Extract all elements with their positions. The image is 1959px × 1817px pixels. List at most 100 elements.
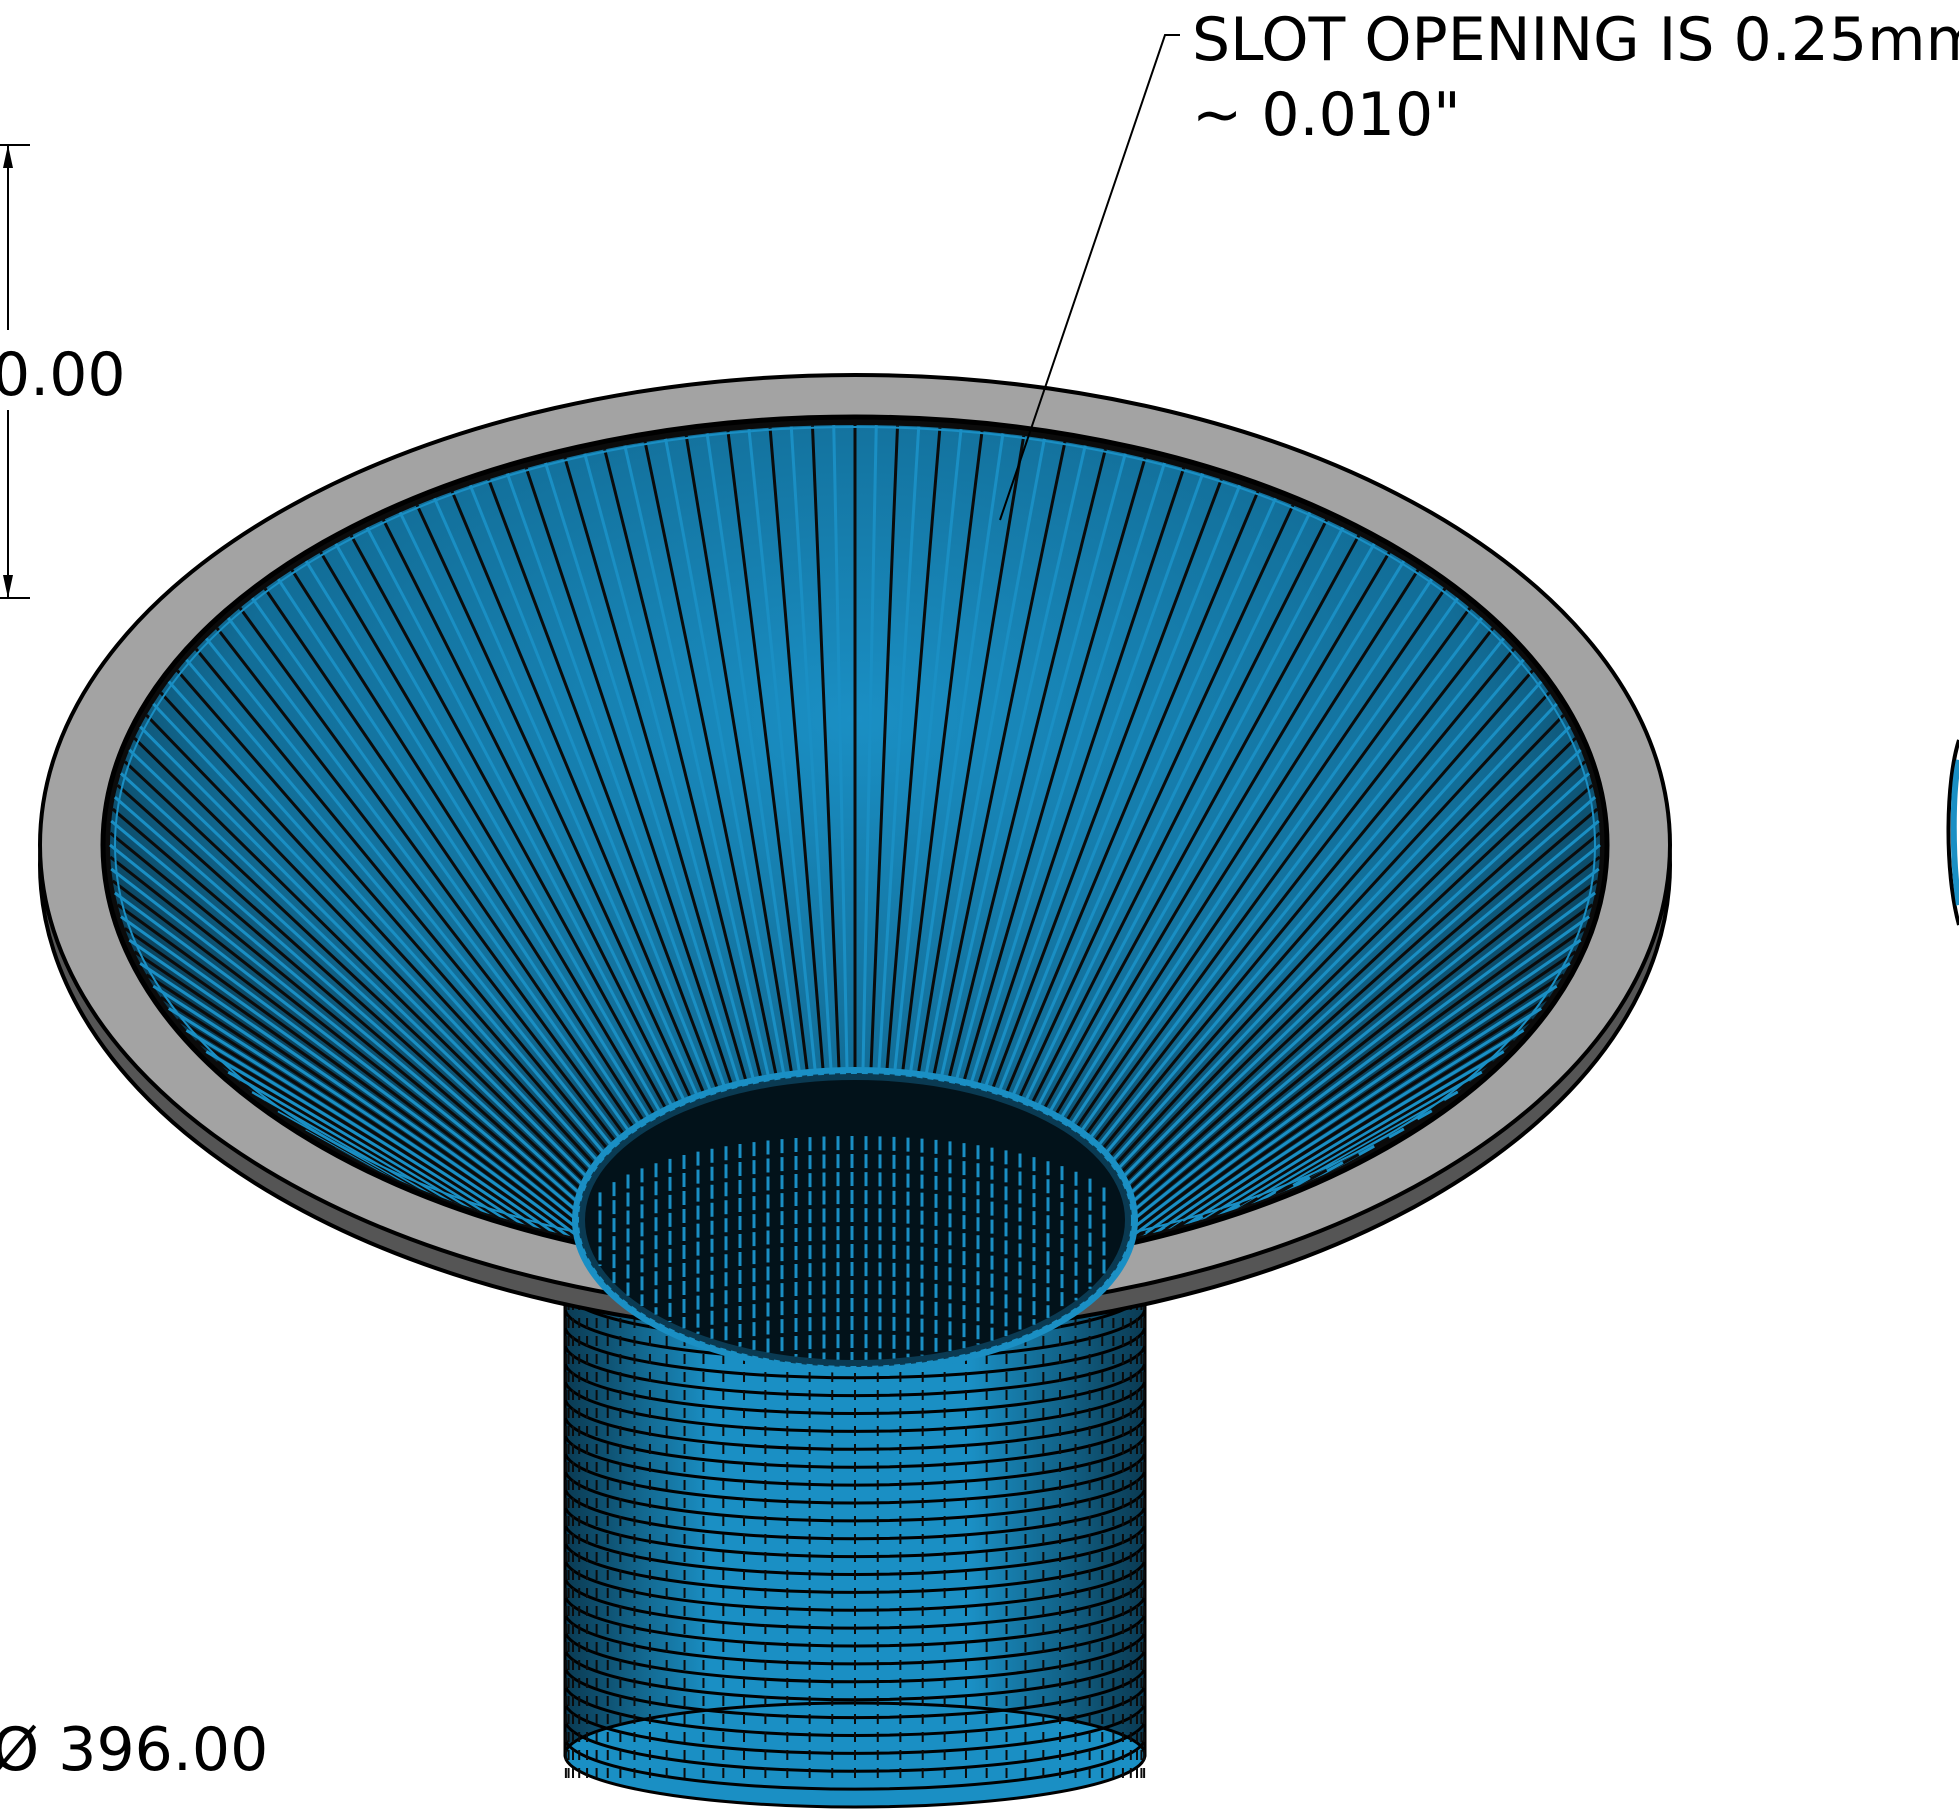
- cone-wire: [524, 467, 734, 1088]
- cone-wire: [643, 441, 779, 1079]
- cone-bottom-opening: [572, 1067, 1138, 1373]
- cone-wire: [1115, 702, 1558, 1172]
- cone-wire: [365, 526, 675, 1109]
- cone-wire: [1047, 543, 1376, 1115]
- cone-wire: [1058, 560, 1406, 1121]
- cone-wire: [990, 478, 1223, 1092]
- cone-wire: [123, 760, 584, 1192]
- cone-wire: [1010, 497, 1277, 1099]
- cone-wire: [563, 457, 749, 1085]
- cone-wire: [893, 429, 963, 1074]
- cone-wire: [924, 438, 1046, 1078]
- cone-wire: [939, 445, 1087, 1080]
- cone-wire: [726, 430, 810, 1075]
- cone-wire: [1078, 597, 1459, 1134]
- cone-wire: [983, 473, 1205, 1090]
- cone-wire: [215, 627, 619, 1145]
- cone-wire: [1087, 617, 1483, 1141]
- cone-wire: [185, 658, 607, 1156]
- cone-wire: [1106, 669, 1534, 1160]
- cone-wire: [1132, 843, 1601, 1222]
- cone-wire: [290, 569, 647, 1124]
- cone-wire: [227, 617, 623, 1141]
- cone-wire: [954, 453, 1127, 1083]
- cone-wire: [119, 772, 583, 1196]
- cone-wire: [900, 430, 984, 1075]
- cone-wire: [832, 425, 849, 1073]
- cone-wire: [705, 433, 802, 1076]
- cone-wire: [544, 462, 741, 1086]
- cone-wire: [1130, 891, 1597, 1239]
- cone-wire: [1053, 551, 1391, 1118]
- cone-wire: [1131, 879, 1599, 1234]
- cone-wire: [789, 426, 833, 1073]
- cone-wire: [334, 543, 663, 1115]
- cone-wire: [145, 714, 592, 1176]
- cone-wire: [1131, 855, 1601, 1226]
- cone-wire: [684, 435, 794, 1077]
- height-dimension-label: 0.00: [0, 340, 126, 410]
- cone-wire: [415, 504, 693, 1101]
- conical-screen: [100, 414, 1610, 1276]
- cone-wire: [1063, 569, 1420, 1124]
- cone-wire: [1131, 867, 1600, 1230]
- note-leader-line: [999, 34, 1180, 521]
- cone-wire: [1083, 607, 1472, 1138]
- cone-wire: [603, 449, 764, 1081]
- cone-wire: [1099, 648, 1516, 1152]
- cone-wire: [1091, 627, 1495, 1145]
- cone-wire: [113, 891, 580, 1239]
- cone-wire: [468, 484, 713, 1094]
- cone-wire: [109, 843, 578, 1222]
- cone-wire: [277, 578, 642, 1128]
- cone-wire: [433, 497, 700, 1099]
- cone-wire: [969, 462, 1166, 1086]
- cone-wire: [908, 433, 1005, 1076]
- cone-wire: [1131, 807, 1599, 1209]
- cone-wire: [1017, 504, 1295, 1101]
- cone-wire: [110, 819, 579, 1213]
- cone-wire: [946, 449, 1107, 1081]
- cone-wire: [116, 903, 581, 1243]
- cone-wire: [1126, 760, 1587, 1192]
- cone-wire: [931, 441, 1067, 1079]
- cone-wire: [961, 457, 1147, 1085]
- cone-wire: [109, 831, 579, 1217]
- cone-wire: [1127, 772, 1591, 1196]
- cone-wire: [1023, 511, 1312, 1104]
- cone-wire: [1029, 519, 1328, 1107]
- cone-wire: [1123, 950, 1577, 1259]
- cone-wire: [1129, 903, 1594, 1243]
- cone-wire: [159, 691, 598, 1168]
- cone-wire: [128, 748, 586, 1188]
- cone-wire: [111, 879, 579, 1234]
- cone-wire: [1003, 491, 1260, 1097]
- cone-wire: [1103, 658, 1525, 1156]
- cone-wire: [583, 453, 756, 1083]
- cone-wire: [877, 426, 921, 1073]
- cone-wire: [1131, 831, 1601, 1217]
- cone-wire: [747, 429, 817, 1074]
- cone-wire: [1130, 795, 1597, 1205]
- barrel-ring: [563, 1737, 1147, 1791]
- cone-wire: [382, 519, 681, 1107]
- cone-wire: [1124, 938, 1582, 1255]
- cone-wire: [861, 425, 878, 1073]
- cone-wire: [139, 962, 590, 1263]
- cone-wire: [398, 511, 687, 1104]
- cone-wire: [1120, 725, 1571, 1180]
- cone-wire: [1095, 637, 1505, 1149]
- cone-wire: [110, 867, 579, 1230]
- cone-wire: [111, 807, 579, 1209]
- cone-wire: [1118, 714, 1565, 1176]
- cone-wire: [623, 445, 771, 1080]
- adjacent-view-edge: [1946, 739, 1959, 926]
- slot-opening-note-imperial: ~ 0.010": [1192, 80, 1461, 150]
- cone-wire: [1073, 587, 1447, 1131]
- cone-wire: [304, 560, 652, 1121]
- cone-wire: [1124, 748, 1582, 1188]
- cone-wire: [450, 491, 707, 1097]
- cone-wire: [1112, 691, 1551, 1168]
- cone-wire: [885, 427, 942, 1074]
